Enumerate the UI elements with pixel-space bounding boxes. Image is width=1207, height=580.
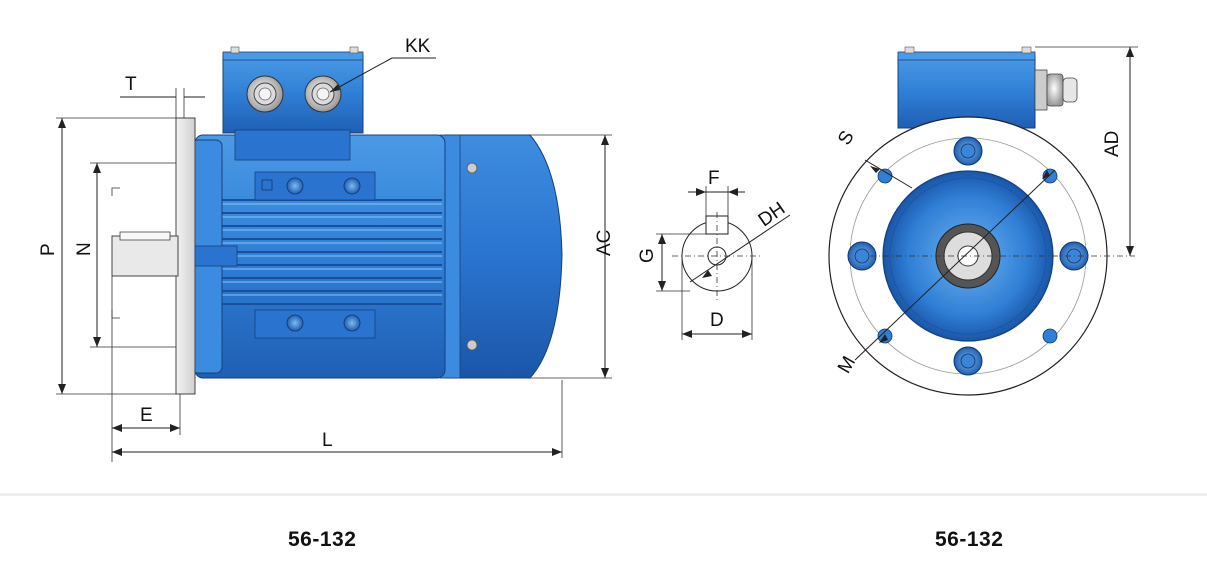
terminal-box-front — [897, 55, 1036, 129]
caption-side-view: 56-132 — [288, 528, 357, 551]
terminal-box — [222, 54, 364, 134]
label-p: P — [38, 243, 59, 256]
label-g: G — [637, 248, 658, 263]
cable-gland-side — [1034, 69, 1078, 111]
label-t: T — [125, 74, 137, 95]
cooling-fins — [222, 199, 442, 305]
front-view — [828, 46, 1135, 396]
label-d: D — [710, 310, 724, 331]
label-l: L — [322, 430, 333, 451]
shaft-section — [656, 186, 791, 340]
label-m: M — [834, 353, 860, 377]
label-n: N — [74, 242, 95, 256]
cable-gland — [246, 75, 284, 113]
label-ad: AD — [1102, 131, 1123, 157]
label-dh: DH — [755, 198, 790, 231]
label-ac: AC — [594, 230, 615, 256]
side-view — [111, 46, 563, 395]
caption-front-view: 56-132 — [935, 528, 1004, 551]
label-e: E — [140, 405, 153, 426]
cable-gland — [304, 75, 342, 113]
label-s: S — [834, 127, 859, 148]
mounting-flange — [175, 117, 196, 395]
motor-shaft — [111, 235, 179, 277]
side-view-dimensions — [56, 57, 612, 462]
section-divider — [0, 493, 1207, 496]
fan-cover — [444, 134, 563, 379]
motor-dimension-drawing: KK T P N E L AC F DH G D — [38, 36, 1138, 462]
front-view-dimensions — [854, 46, 1138, 361]
label-kk: KK — [405, 36, 431, 57]
label-f: F — [708, 168, 720, 189]
